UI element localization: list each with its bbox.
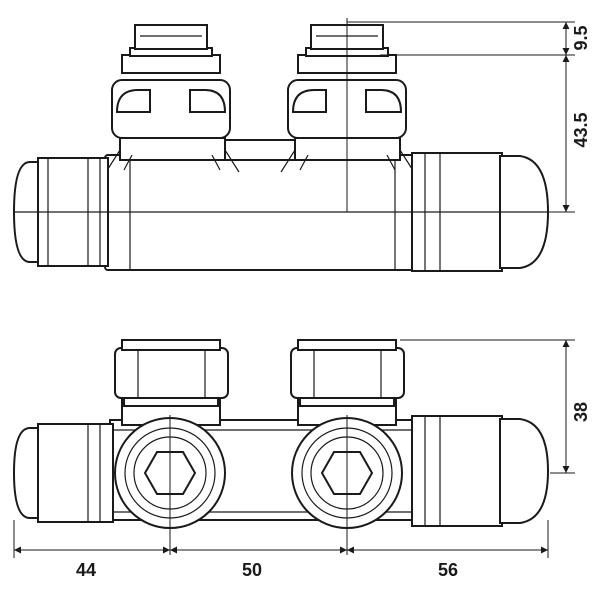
top-left-connector [12,157,109,267]
top-left-valve [105,24,240,173]
front-right-connector-cap [499,418,550,524]
front-right-connector-body [411,415,503,527]
top-left-valve-lobe-right [189,89,227,113]
front-left-nut-hex [114,347,229,399]
top-dimensions: 9.5 43.5 [347,21,591,213]
front-view: 38 44 50 56 [12,339,591,580]
front-left-connector-body [37,423,114,523]
dim-label-right-width: 56 [438,560,458,580]
top-left-valve-collar [121,54,221,74]
front-left-connector-cap [12,427,41,519]
front-left-nut-base [123,397,219,407]
front-right-nut-base [299,397,395,407]
dim-label-middle-width: 50 [242,560,262,580]
front-right-nut [290,339,405,426]
dim-label-front-height: 38 [571,402,591,422]
top-left-valve-lobe-left [115,89,151,113]
top-right-valve-lobe-right [365,89,403,113]
top-left-valve-cap [134,24,208,50]
top-view: 9.5 43.5 [12,18,591,272]
top-right-valve-lobe-left [291,89,327,113]
front-vertical-dimension: 38 [400,339,591,474]
top-left-valve-neck [119,137,226,161]
front-right-nut-hex [290,347,405,399]
top-left-valve-chamfer [123,154,221,171]
front-right-port [291,415,403,555]
dim-label-top-nut: 9.5 [571,25,591,50]
top-bridge [214,139,301,161]
front-left-nut [114,339,229,426]
front-left-nut-top [121,339,221,351]
top-right-valve-chamfer [299,154,396,171]
front-right-connector [411,415,550,527]
front-right-nut-top [297,339,397,351]
dim-label-left-width: 44 [76,560,96,580]
dim-label-top-body: 43.5 [571,112,591,147]
front-left-port [114,415,226,555]
front-left-connector [12,423,114,523]
front-horizontal-dimensions: 44 50 56 [13,520,549,580]
